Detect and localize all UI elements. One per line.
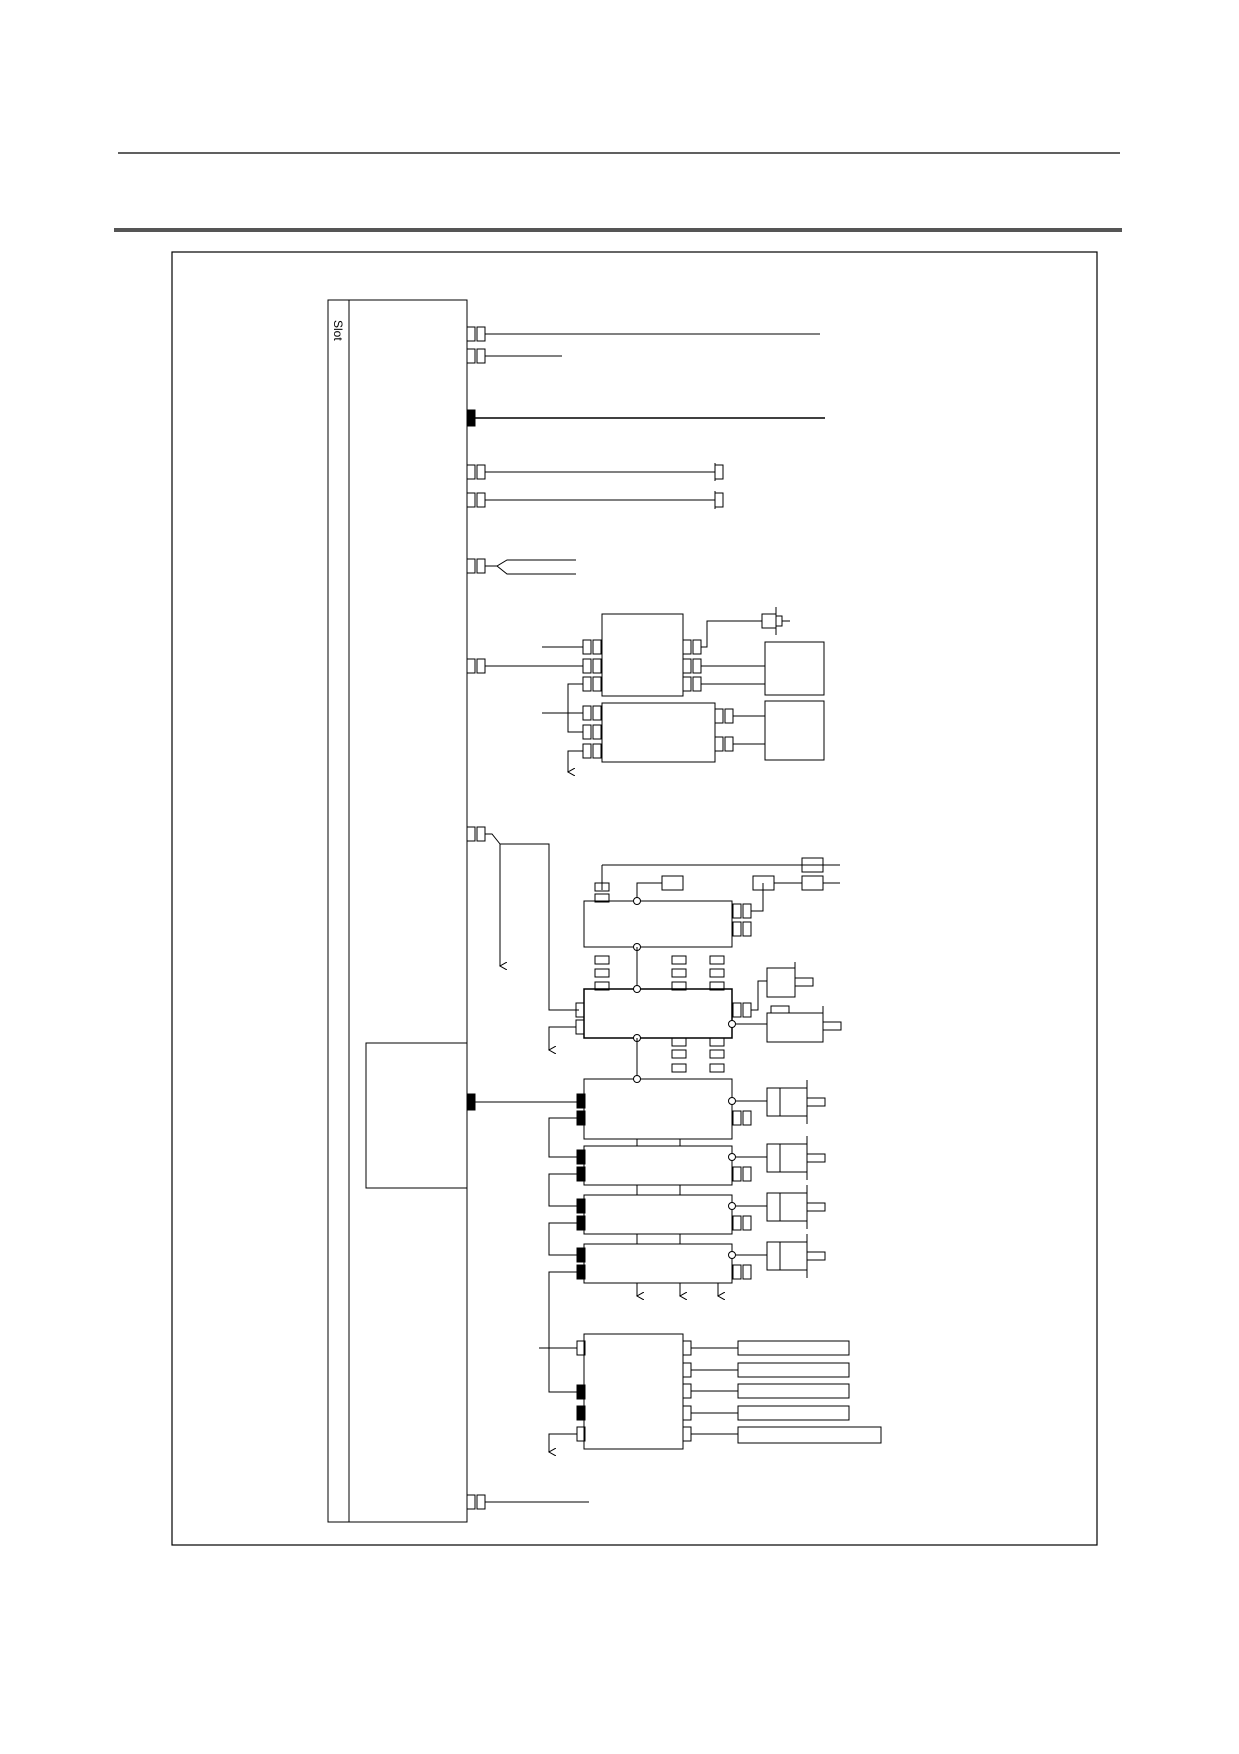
port-2 <box>466 348 562 364</box>
rack-inner-module <box>365 1042 468 1189</box>
motor-2 <box>766 1087 808 1117</box>
port-6-split-cable <box>466 558 576 575</box>
motor-1 <box>766 1012 824 1043</box>
control-unit <box>583 900 733 948</box>
terminator-1 <box>661 875 684 891</box>
device-box-2 <box>764 700 825 761</box>
motor-5 <box>766 1241 808 1271</box>
servo-amplifier-4 <box>583 1194 733 1235</box>
io-module-lower <box>601 702 716 763</box>
round-connector <box>761 613 777 629</box>
servo-amplifier-3 <box>583 1145 733 1186</box>
rack-outer <box>327 299 468 1523</box>
port-4 <box>466 463 724 481</box>
servo-amplifier-5 <box>583 1243 733 1284</box>
io-unit-separate <box>539 1333 882 1452</box>
io-module-upper <box>601 613 684 697</box>
servo-amplifier-1 <box>583 988 733 1039</box>
port-7-io-branch <box>466 607 825 772</box>
slot-label: Slot <box>331 320 345 341</box>
servo-amplifier-2 <box>583 1078 733 1140</box>
device-box-1 <box>764 641 825 696</box>
port-8-servo-branch <box>466 826 842 1393</box>
motor-1-small <box>766 967 796 998</box>
port-5 <box>466 491 724 509</box>
motor-4 <box>766 1192 808 1222</box>
diagram-frame <box>171 251 1098 1546</box>
port-bottom <box>466 1494 589 1510</box>
port-1 <box>466 326 820 342</box>
motor-3 <box>766 1143 808 1173</box>
port-3-filled <box>466 409 825 427</box>
header-rule-bottom <box>114 228 1122 232</box>
